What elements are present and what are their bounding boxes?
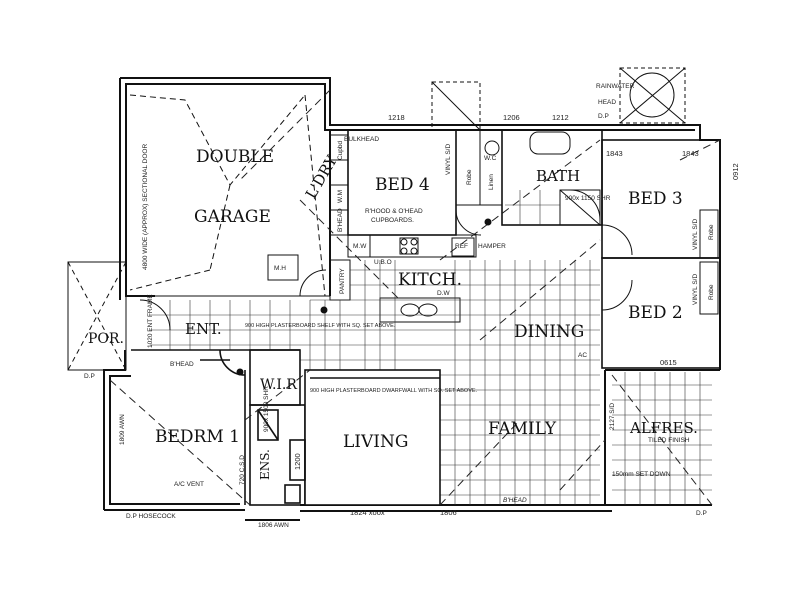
dim-1206: 1206: [503, 113, 520, 122]
robe-bed4-label: Robe: [466, 169, 473, 185]
mh-label: M.H: [274, 265, 286, 272]
porch-outline: [67, 261, 127, 371]
bed2-walls: [601, 257, 721, 369]
linen-label: Linen: [488, 174, 495, 190]
pantry-label: PANTRY: [339, 268, 346, 294]
bulkhead-note: BULKHEAD: [344, 136, 379, 143]
bhead-ent-label: B'HEAD: [170, 361, 194, 368]
head-label: HEAD: [598, 99, 616, 106]
room-label-ens: ENS.: [258, 449, 272, 480]
frame-note: 1020 ENT FRAME: [147, 294, 154, 348]
dp-left-label: D.P: [84, 373, 95, 380]
ac-vent-label: A/C VENT: [174, 481, 204, 488]
robe-bed3-label: Robe: [708, 224, 715, 240]
shr-bath-label: 900x 1150 SHR: [565, 195, 611, 202]
room-label-bed4: BED 4: [375, 175, 430, 195]
ref-label: REF: [455, 243, 468, 250]
room-label-garage: GARAGE: [194, 207, 271, 227]
dwarfwall-note: 900 HIGH PLASTERBOARD DWARFWALL WITH SQ.…: [310, 388, 478, 394]
room-label-ent: ENT.: [185, 320, 222, 338]
room-label-family: FAMILY: [488, 419, 557, 439]
wm-label: W.M: [337, 190, 344, 203]
shelf-note: 900 HIGH PLASTERBOARD SHELF WITH SQ. SET…: [245, 323, 396, 329]
setdown-label: 150mm SET DOWN: [612, 471, 671, 478]
robe-bed2-label: Robe: [708, 284, 715, 300]
room-label-dining: DINING: [514, 322, 584, 342]
dim-0912: 0912: [731, 163, 740, 180]
rainwater-head-box: [619, 67, 686, 124]
csd-label: 720 C.S.D: [239, 455, 246, 485]
dim-1843b: 1843: [682, 149, 699, 158]
rhood-note: R'HOOD & O'HEAD: [365, 208, 423, 215]
vinyl-bed2-label: VINYL S/D: [692, 274, 699, 305]
hamper-label: HAMPER: [478, 243, 506, 250]
awn-1809-label: 1809 AWN: [119, 414, 126, 445]
tile-grid: [150, 190, 712, 505]
dim-1218: 1218: [388, 113, 405, 122]
room-label-por: POR.: [88, 331, 124, 347]
ubo-label: U.B.O: [374, 259, 392, 266]
room-label-living: LIVING: [343, 432, 408, 452]
room-label-alfres: ALFRES.: [629, 419, 698, 437]
dim-1824: 1824 xoox: [350, 508, 385, 517]
room-label-bedrm1: BEDRM 1: [155, 427, 240, 447]
bhead-ldry-label: B'HEAD: [337, 208, 344, 232]
kitchen-island: [379, 297, 461, 323]
sd-2127-label: 2127 S/D: [609, 403, 616, 430]
dim-1200: 1200: [293, 453, 302, 470]
doors: [139, 189, 601, 331]
room-label-wir: W.I.R: [260, 377, 297, 393]
dim-1806: 1806: [440, 508, 457, 517]
ac-label: AC: [578, 352, 587, 359]
wc-label: W.C: [484, 155, 497, 162]
mw-label: M.W: [353, 243, 367, 250]
room-label-kitch: KITCH.: [398, 270, 462, 290]
bhead-family-label: B'HEAD: [503, 497, 527, 504]
garage-door-note: 4800 WIDE (APPROX) SECTIONAL DOOR: [142, 144, 149, 270]
dp-top-label: D.P: [598, 113, 609, 120]
bedroom-suite-walls: [131, 349, 441, 506]
cupboards-note: CUPBOARDS.: [371, 217, 414, 224]
shr-ens-label: 900x 1500 SHR: [263, 386, 270, 432]
vinyl-bed4-label: VINYL S/D: [445, 144, 452, 175]
vinyl-bed3-label: VINYL S/D: [692, 219, 699, 250]
room-label-ldry: L'DRY: [302, 151, 342, 202]
dim-0615: 0615: [660, 358, 677, 367]
room-label-bath: BATH: [536, 167, 580, 185]
room-label-bed2: BED 2: [628, 303, 683, 323]
rainwater-label: RAINWATER: [596, 83, 635, 90]
room-label-double: DOUBLE: [196, 147, 274, 167]
dim-1843a: 1843: [606, 149, 623, 158]
room-labels: DOUBLE GARAGE BED 4 BATH BED 3 KITCH. BE…: [88, 147, 698, 480]
dw-label: D.W: [437, 290, 451, 297]
tiled-finish-label: TILED FINISH: [648, 437, 690, 444]
dp-right-label: D.P: [696, 510, 707, 517]
dim-1212: 1212: [552, 113, 569, 122]
awn-1806-label: 1806 AWN: [258, 522, 289, 529]
cupbd-label: Cupbd: [337, 140, 344, 160]
dimensions: 1218 1206 1212 1843 1843 0912 0615 1824 …: [293, 113, 740, 517]
garage-walls: [126, 94, 331, 297]
hosecock-label: D.P HOSECOCK: [126, 513, 176, 520]
annotations: 4800 WIDE (APPROX) SECTIONAL DOOR BULKHE…: [84, 83, 715, 529]
room-label-bed3: BED 3: [628, 189, 683, 209]
roof-lines: [109, 89, 721, 506]
